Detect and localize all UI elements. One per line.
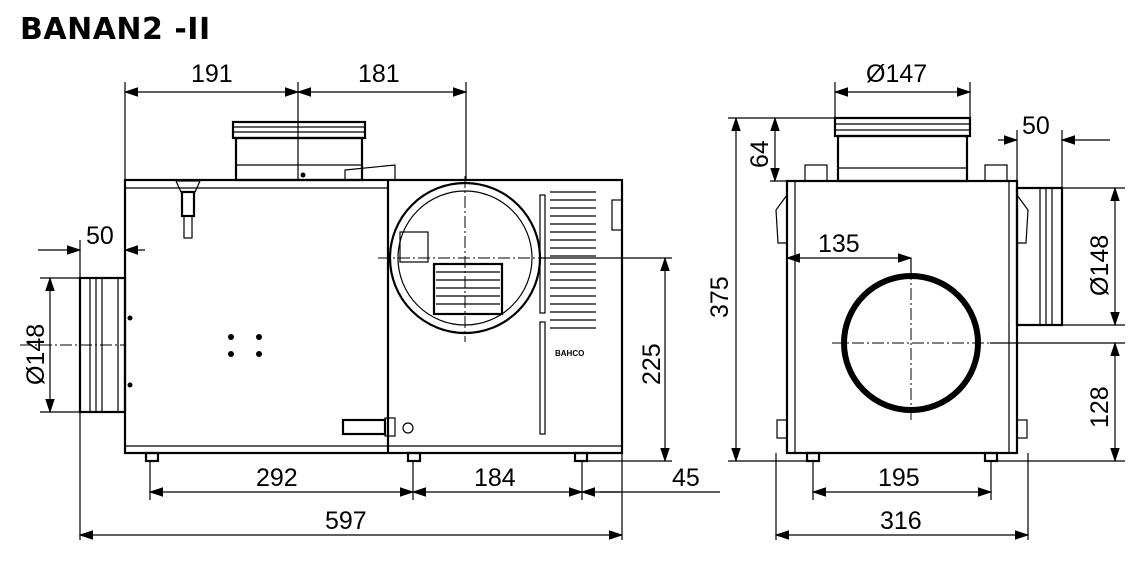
front-extension-lines: [40, 82, 672, 540]
bottom-latch: [341, 417, 414, 437]
dim-64: 64: [746, 140, 774, 168]
dim-184: 184: [474, 464, 516, 492]
dim-135: 135: [818, 230, 860, 258]
dim-375: 375: [706, 276, 734, 318]
front-view: BAHCO: [20, 82, 672, 540]
dim-50-left: 50: [86, 222, 114, 250]
front-top-duct-flange: [231, 120, 367, 140]
dim-292: 292: [256, 464, 298, 492]
front-housing: [123, 178, 624, 455]
dim-147: Ø147: [866, 60, 927, 88]
side-right-duct: [1015, 186, 1064, 327]
dim-191: 191: [191, 60, 233, 88]
side-extension-lines: [728, 82, 1125, 540]
dim-148-side: Ø148: [1086, 235, 1114, 296]
side-view: [728, 82, 1125, 540]
side-dimensions: Ø147 64 50 375 135 Ø148 128 195 316: [706, 60, 1120, 540]
dim-181: 181: [358, 60, 400, 88]
side-top-duct: [836, 134, 969, 183]
dim-50-side: 50: [1022, 112, 1050, 140]
dim-225: 225: [638, 343, 666, 385]
dim-148-left: Ø148: [22, 324, 50, 385]
vent-slots: [539, 191, 596, 435]
dim-316: 316: [880, 507, 922, 535]
fan-opening: [378, 176, 555, 342]
dim-597: 597: [325, 507, 367, 535]
dim-45: 45: [672, 464, 700, 492]
front-dimensions: 191 181 50 Ø148 225 292 184 45 597: [22, 60, 720, 540]
top-latch: [344, 164, 396, 181]
dim-128: 128: [1086, 386, 1114, 428]
drawing-title: BANAN2 -II: [20, 12, 211, 47]
dim-195: 195: [878, 464, 920, 492]
front-feet: [144, 451, 589, 463]
side-top-duct-flange: [833, 116, 972, 138]
left-latch: [175, 180, 201, 239]
front-top-duct: [234, 136, 364, 182]
brand-logo: BAHCO: [555, 349, 584, 358]
panel-bolts: [127, 172, 306, 388]
